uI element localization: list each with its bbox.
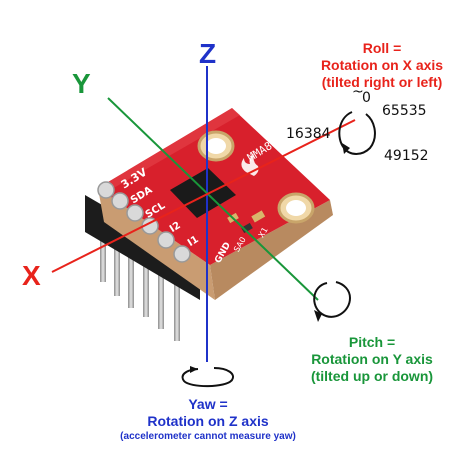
pitch-rotation-arrow-icon [313,281,352,322]
roll-description: Rotation on X axis [320,57,444,73]
roll-value-left: 16384 [286,126,331,142]
header-pins [100,240,180,341]
yaw-note: (accelerometer cannot measure yaw) [120,431,296,442]
pitch-title: Pitch = [348,334,396,350]
smd-component [251,210,266,223]
roll-rotation-arrow-icon [338,111,376,155]
roll-note: (tilted right or left) [321,74,443,90]
pitch-note: (tilted up or down) [310,368,434,384]
roll-value-right: 65535 [382,103,427,119]
roll-value-top-text: 0 [362,90,371,106]
tilde-mark: ~ [352,84,364,100]
y-axis-label: Y [72,68,91,99]
breakout-board [85,108,333,341]
roll-title: Roll = [362,40,402,56]
yaw-description: Rotation on Z axis [147,413,269,429]
x-axis-label: X [22,260,41,291]
y-axis-line [107,97,319,301]
roll-value-bottom: 49152 [384,148,429,164]
yaw-rotation-arrow-icon [181,366,234,388]
pitch-description: Rotation on Y axis [311,351,433,367]
smd-component [241,222,253,234]
x-axis-line [51,119,356,273]
z-axis-label: Z [199,38,217,69]
solder-pads [97,181,191,263]
board-edge-side [210,200,333,300]
yaw-title: Yaw = [188,396,228,412]
